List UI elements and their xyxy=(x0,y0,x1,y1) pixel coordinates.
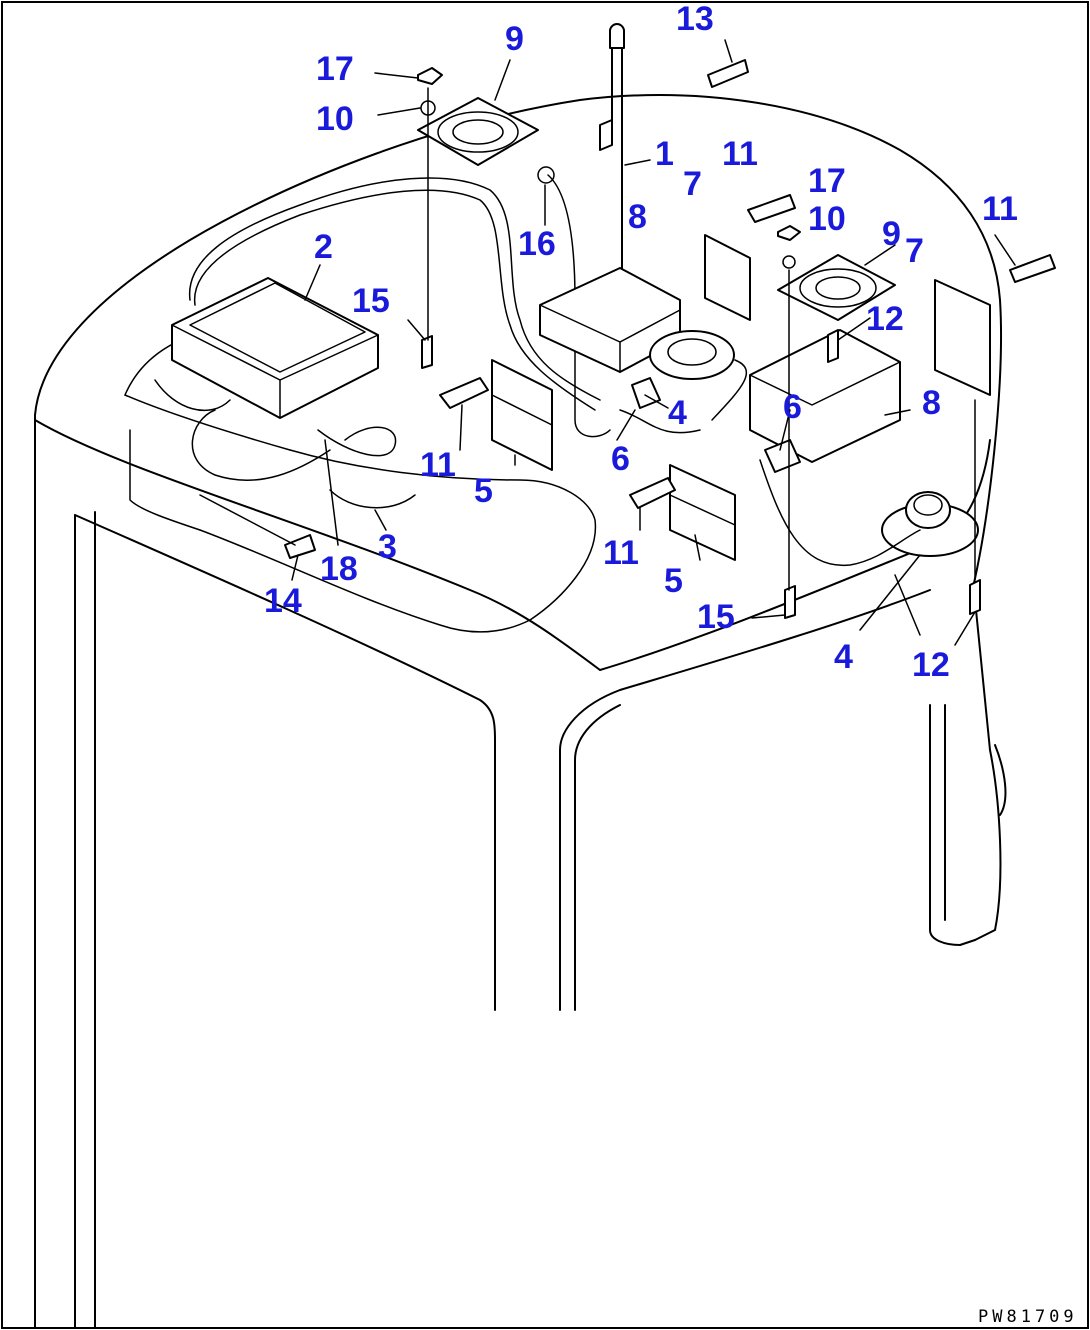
leader-lines xyxy=(291,39,1016,646)
radio-unit xyxy=(171,277,379,419)
callout-11-top: 11 xyxy=(722,135,758,173)
cover-5-right xyxy=(669,464,736,561)
callout-13: 13 xyxy=(676,0,714,38)
callout-14: 14 xyxy=(264,582,302,620)
callout-12-top: 12 xyxy=(866,300,904,338)
speaker-plate-right xyxy=(777,254,896,321)
callout-10-left: 10 xyxy=(316,100,354,138)
speaker-left xyxy=(649,330,735,380)
callout-8-right: 8 xyxy=(922,384,941,422)
cover-5-center xyxy=(491,359,553,471)
callout-7-left: 7 xyxy=(683,165,702,203)
callout-9-left: 9 xyxy=(505,20,524,58)
callout-6-right: 6 xyxy=(783,388,802,426)
callout-6-center: 6 xyxy=(611,440,630,478)
callout-18: 18 xyxy=(320,550,358,588)
ceiling-outline xyxy=(124,329,597,633)
callout-11-lower: 11 xyxy=(603,534,639,572)
callout-labels: 17 9 13 10 1 11 7 17 10 9 7 11 8 16 2 15… xyxy=(264,0,1018,684)
callout-4-right: 4 xyxy=(834,638,853,676)
callout-2: 2 xyxy=(314,228,333,266)
callout-3: 3 xyxy=(378,528,397,566)
callout-17-top-left: 17 xyxy=(316,50,354,88)
antenna xyxy=(599,23,625,271)
callout-5-right: 5 xyxy=(664,562,683,600)
speaker-right xyxy=(881,491,979,557)
bracket-7-left xyxy=(704,234,751,321)
callout-15-right: 15 xyxy=(697,598,735,636)
bracket-7-right xyxy=(934,279,991,396)
callout-1: 1 xyxy=(655,135,674,173)
callout-11-center: 11 xyxy=(420,446,456,484)
callout-11-far-right: 11 xyxy=(982,190,1018,228)
callout-9-right: 9 xyxy=(882,215,901,253)
callout-4-center: 4 xyxy=(668,394,687,432)
cab-body xyxy=(34,94,1007,1329)
fasteners xyxy=(199,59,1056,619)
wiring-harness xyxy=(154,359,921,566)
callout-12-bottom: 12 xyxy=(912,646,950,684)
callout-5-center: 5 xyxy=(474,472,493,510)
callout-17-right: 17 xyxy=(808,162,846,200)
bracket-8-right xyxy=(749,329,901,463)
callout-7-right: 7 xyxy=(905,232,924,270)
callout-15-left: 15 xyxy=(352,282,390,320)
callout-10-right: 10 xyxy=(808,200,846,238)
callout-16: 16 xyxy=(518,225,556,263)
callout-8-top: 8 xyxy=(628,198,647,236)
drawing-code: PW81709 xyxy=(978,1307,1078,1327)
speaker-plate-left xyxy=(417,97,539,166)
